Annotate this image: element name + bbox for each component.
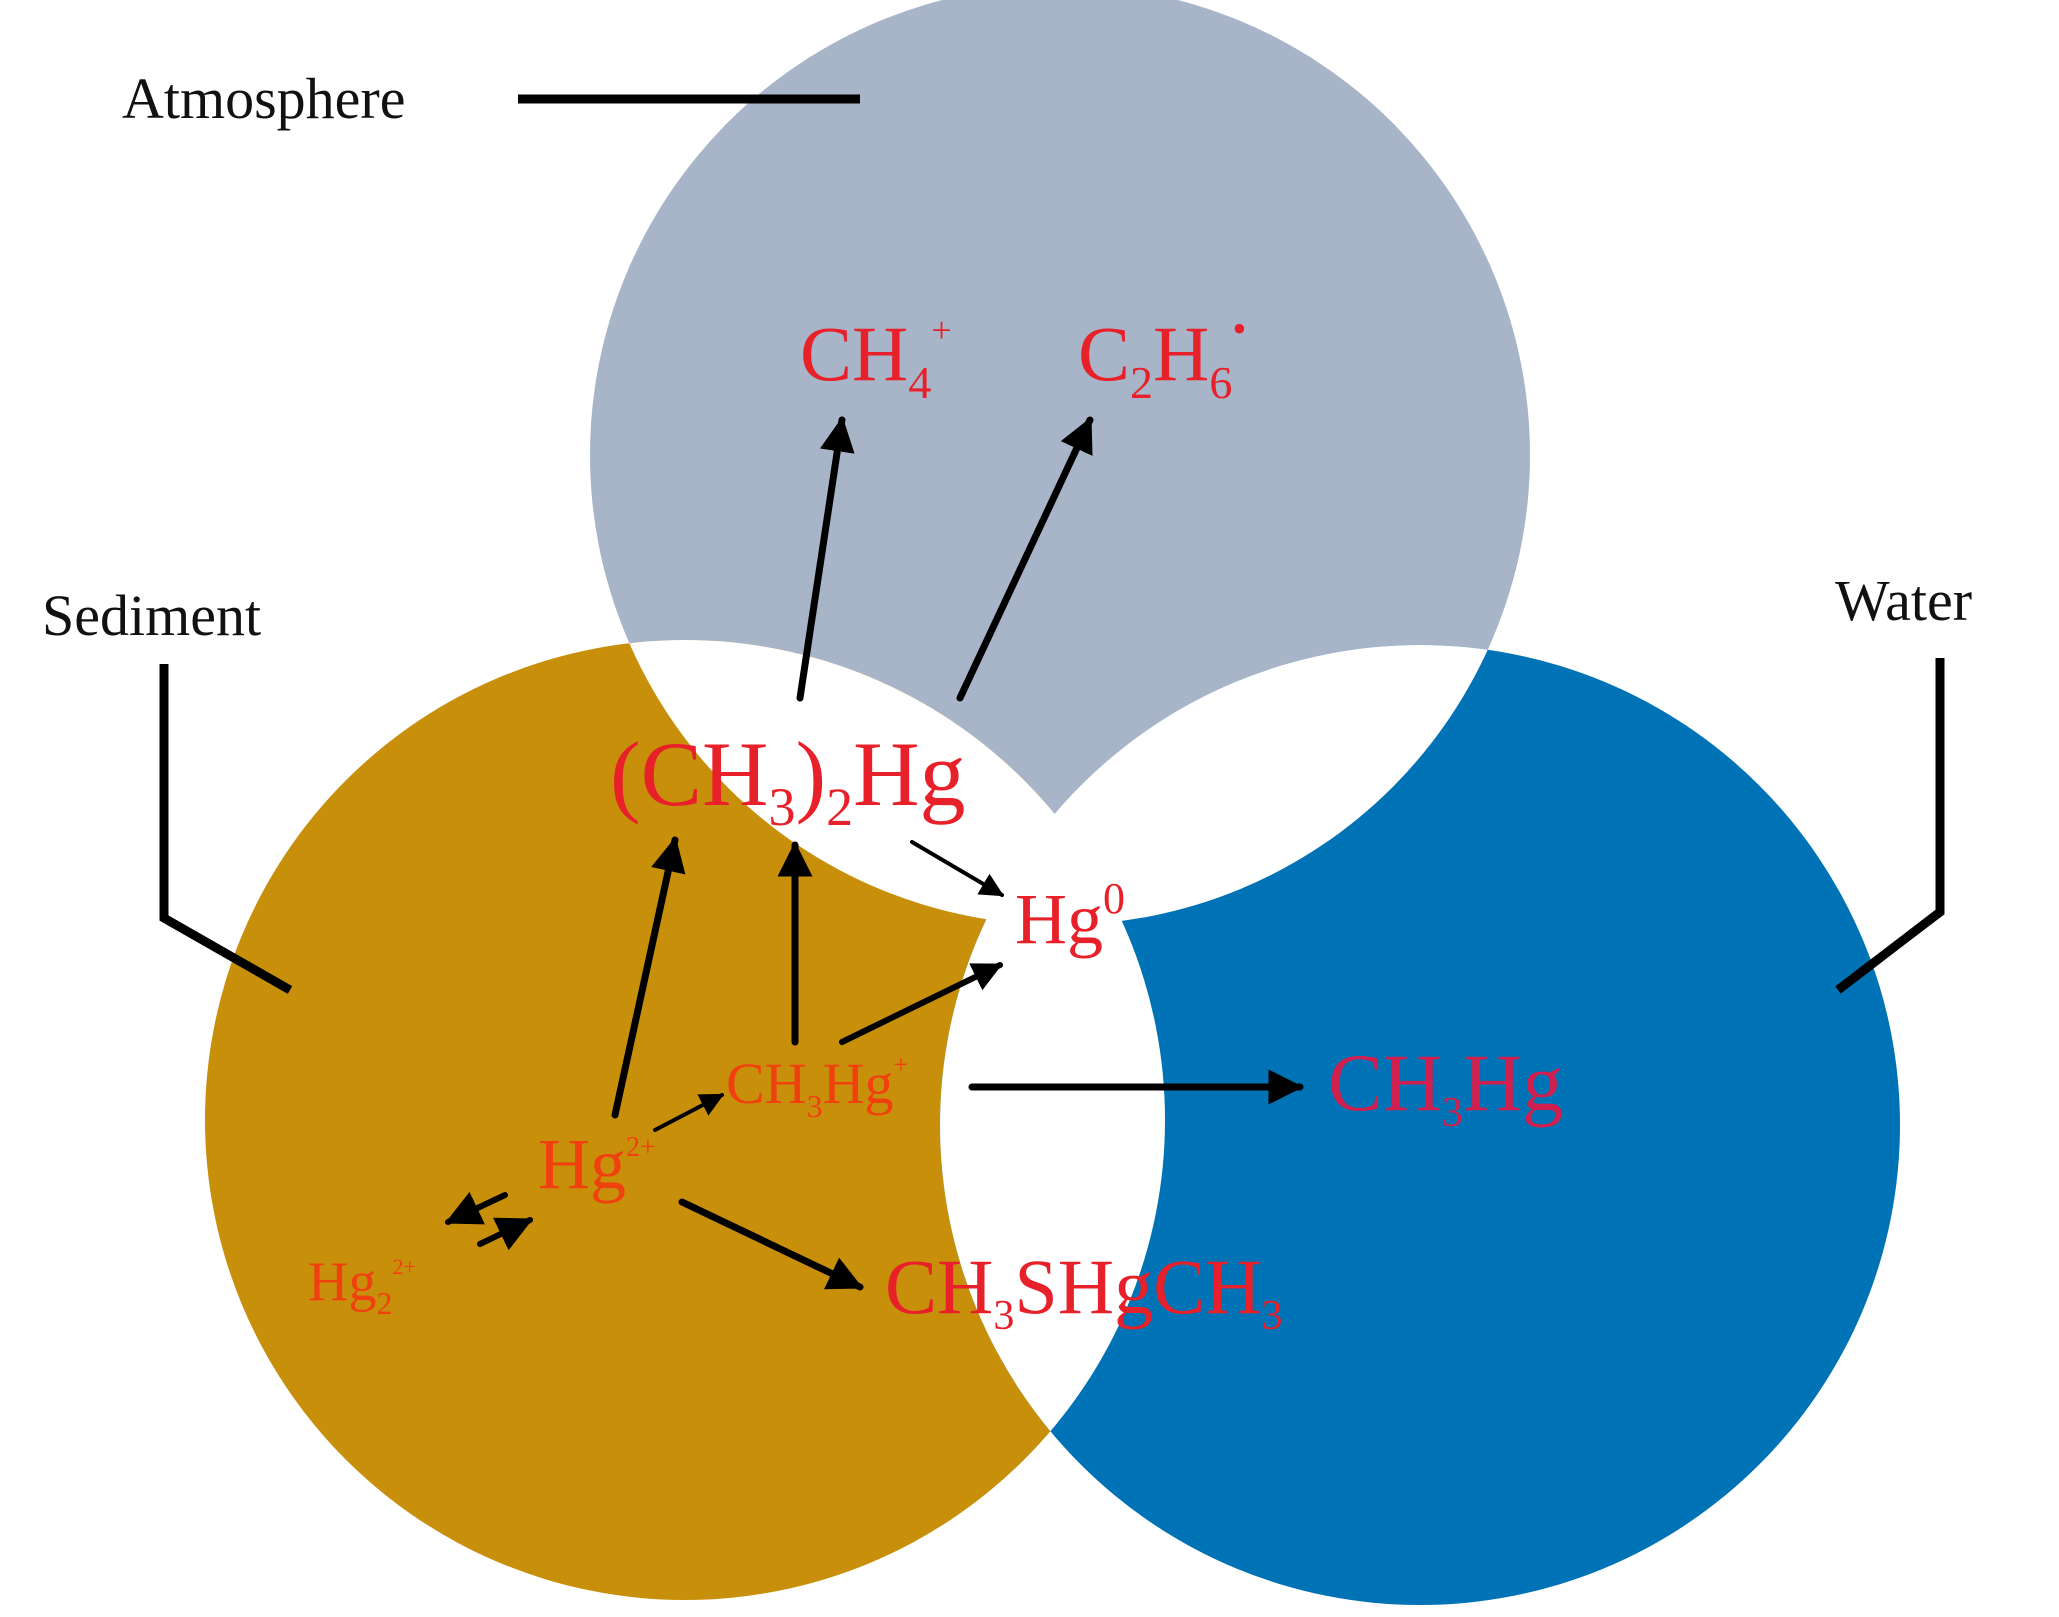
- methylmercury-water-species: CH3Hg: [1328, 1037, 1563, 1136]
- hg0-species: Hg0: [1015, 874, 1125, 959]
- methylmercury-ion-species: CH3Hg+: [726, 1050, 908, 1124]
- c2h6-species: C2H6•: [1078, 306, 1246, 408]
- dimethyl-sulfide-mercury-species: CH3SHgCH3: [885, 1243, 1282, 1339]
- dimethylmercury-species: (CH3)2Hg: [610, 723, 966, 837]
- arrow-hg22-to-hg2: [477, 1217, 534, 1251]
- hg2-2plus-species: Hg22+: [308, 1251, 416, 1321]
- hg2plus-species: Hg2+: [538, 1124, 656, 1204]
- ch4-species: CH4+: [800, 310, 952, 408]
- atmosphere-water-overlap: [940, 645, 1530, 925]
- sediment-label: Sediment: [42, 583, 261, 648]
- arrow-dimethylmercury-to-hg0: [910, 840, 1005, 897]
- atmosphere-label: Atmosphere: [122, 66, 406, 131]
- arrow-dimethylmercury-to-c2h6: [956, 416, 1094, 702]
- arrow-hg2-to-hg22: [444, 1191, 508, 1225]
- arrow-dimethylmercury-to-ch4: [796, 416, 855, 702]
- water-leader-line: [1835, 658, 1945, 994]
- sediment-leader-line: [159, 664, 293, 994]
- arrow-methylmercury-to-hg0: [839, 962, 1003, 1045]
- atmosphere-sediment-overlap: [590, 640, 1165, 925]
- arrow-hg2-to-methylmercury: [653, 1093, 725, 1132]
- arrow-hg2-to-dimethylsulfide: [678, 1198, 864, 1291]
- reaction-arrows: [444, 416, 1304, 1291]
- overlap-regions: [590, 640, 1530, 1600]
- arrow-hg2-to-dimethylmercury: [611, 836, 686, 1119]
- water-label: Water: [1835, 568, 1972, 633]
